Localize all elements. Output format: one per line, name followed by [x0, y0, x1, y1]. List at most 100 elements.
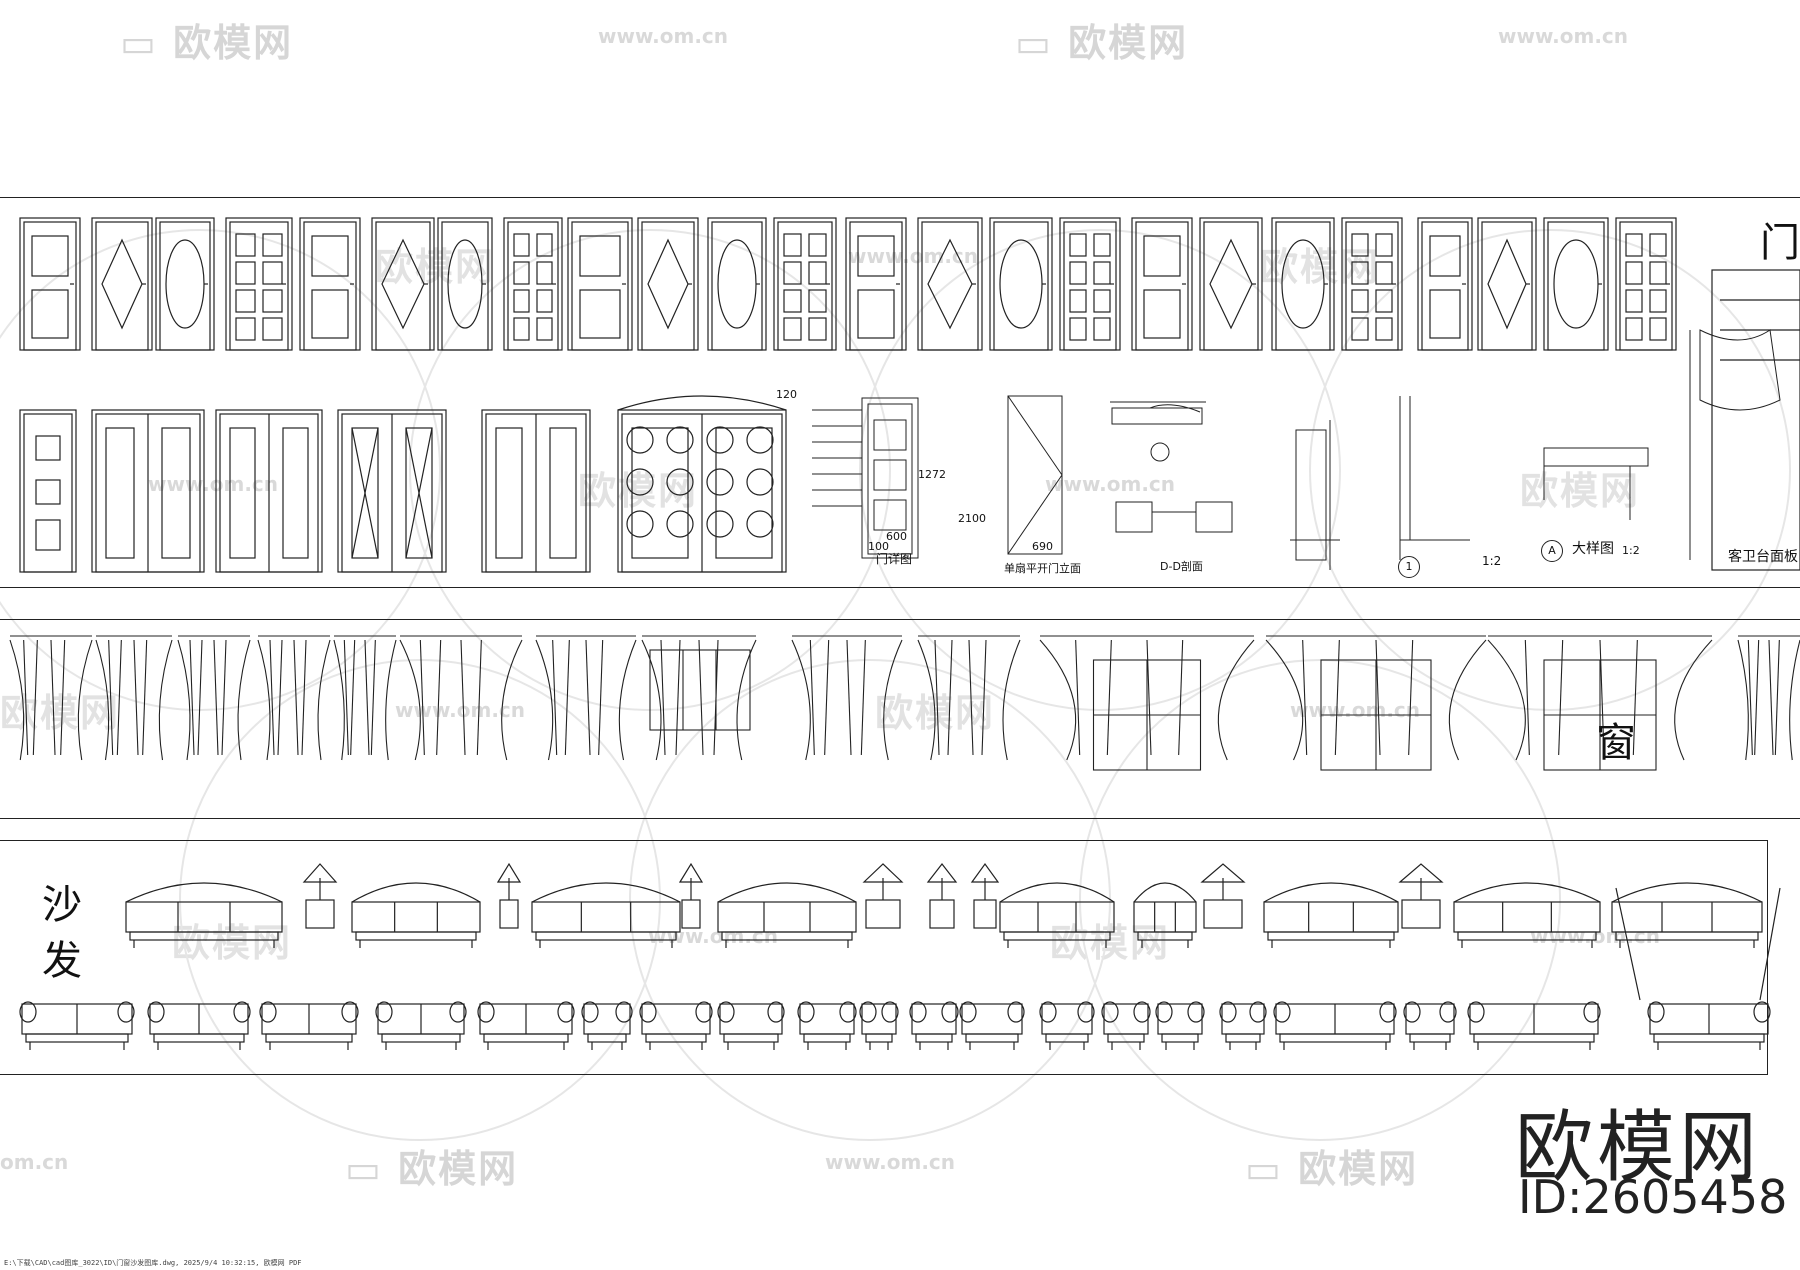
door-elevation: [299, 217, 361, 351]
door-elevation: [437, 217, 493, 351]
curtain-elevation: [9, 635, 93, 761]
sofa-elevation: [125, 882, 283, 948]
watermark-url: www.om.cn: [848, 244, 979, 268]
sofa-elevation: [1219, 1001, 1267, 1050]
dim-label: 600: [886, 530, 907, 543]
watermark-logo: 欧模网: [1260, 245, 1381, 289]
curtain-elevation: [95, 635, 173, 761]
sofa-elevation: [678, 862, 704, 929]
sofa-elevation: [639, 1001, 713, 1050]
sofa-elevation: [1453, 882, 1601, 948]
sofa-elevation: [926, 863, 958, 929]
door-elevation: [773, 217, 837, 351]
file-path-footer: E:\下载\CAD\cad图库_3022\ID\门窗沙发图库.dwg, 2025…: [4, 1259, 302, 1267]
sofa-elevation: [259, 1001, 359, 1050]
sofa-elevation: [1273, 1001, 1397, 1050]
dim-label: 120: [776, 388, 797, 401]
watermark-url: www.om.cn: [648, 924, 779, 948]
watermark-logo: ▭ 欧模网: [1015, 21, 1189, 65]
door-detail-label: 门详图: [876, 552, 913, 566]
door-elevation: [1271, 217, 1335, 351]
curtain-elevation: [177, 635, 251, 761]
door-elevation: [225, 217, 293, 351]
watermark-logo: 欧模网: [172, 921, 293, 965]
scale-a-label: 1:2: [1622, 544, 1640, 557]
door-elevation: [1199, 217, 1263, 351]
dim-label: 1272: [918, 468, 946, 481]
watermark-url: www.om.cn: [1290, 698, 1421, 722]
watermark-url: www.om.cn: [1498, 24, 1629, 48]
sofa-elevation: [797, 1001, 857, 1050]
sofa-elevation: [1263, 882, 1399, 948]
watermark-sofa-icon: ▭: [120, 21, 174, 65]
door-elevation: [567, 217, 633, 351]
windows-panel: [0, 619, 1800, 819]
curtain-elevation: [1487, 635, 1713, 771]
sofa-elevation: [351, 882, 481, 948]
node-a-marker: A: [1541, 540, 1563, 562]
sofa-elevation: [970, 862, 1000, 929]
sofa-elevation: [1611, 882, 1763, 948]
sofa-elevation: [959, 1001, 1025, 1050]
door-elevation: [19, 217, 81, 351]
curtain-elevation: [257, 635, 331, 761]
curtain-elevation: [791, 635, 903, 761]
brand-name: 欧模网: [1515, 1103, 1762, 1193]
door-elevation-label: 单扇平开门立面: [1004, 562, 1081, 575]
watermark-url: om.cn: [0, 1150, 69, 1174]
bathroom-counter-label: 客卫台面板: [1728, 549, 1798, 565]
sofa-elevation: [1200, 863, 1246, 929]
sofa-elevation: [909, 1001, 959, 1050]
windows-title: 窗: [1596, 720, 1636, 766]
curtain-elevation: [641, 635, 757, 761]
dim-label: 100: [868, 540, 889, 553]
watermark-sofa-icon: ▭: [345, 1147, 399, 1191]
sofa-row-bottom: [19, 1001, 1771, 1050]
sofa-elevation: [147, 1001, 251, 1050]
door-elevation: [503, 217, 563, 351]
door-elevation: [1341, 217, 1403, 351]
dim-label: 2100: [958, 512, 986, 525]
curtain-elevation: [399, 635, 523, 761]
section-dd-label: D-D剖面: [1160, 560, 1203, 573]
door-elevation: [481, 409, 591, 573]
sofa-elevation: [1101, 1001, 1151, 1050]
curtain-elevation: [333, 635, 397, 761]
sofa-elevation: [1155, 1001, 1205, 1050]
door-elevation: [1615, 217, 1677, 351]
door-elevation: [845, 217, 907, 351]
watermark-url: www.om.cn: [825, 1150, 956, 1174]
doors-title: 门: [1760, 220, 1800, 266]
watermark-url: www.om.cn: [1045, 472, 1176, 496]
sofa-elevation: [477, 1001, 575, 1050]
sofa-elevation: [1647, 1001, 1771, 1050]
door-elevation: [337, 409, 447, 573]
watermark-logo: ▭ 欧模网: [1245, 1147, 1419, 1191]
curtain-row: [9, 635, 1800, 771]
door-elevation: [91, 409, 205, 573]
door-elevation: [707, 217, 767, 351]
sofa-elevation: [999, 882, 1115, 948]
curtain-elevation: [1737, 635, 1800, 761]
sofa-elevation: [717, 1001, 785, 1050]
curtain-elevation: [1039, 635, 1255, 771]
sofa-elevation: [1133, 882, 1197, 948]
dim-label: 690: [1032, 540, 1053, 553]
door-elevation: [371, 217, 435, 351]
sofas-title-line2: 发: [42, 938, 82, 984]
sofa-elevation: [1039, 1001, 1095, 1050]
watermark-logo: ▭ 欧模网: [120, 21, 294, 65]
watermark-sofa-icon: ▭: [1245, 1147, 1299, 1191]
sofa-elevation: [531, 882, 681, 948]
doors-panel: [0, 197, 1800, 588]
brand-id: ID:2605458: [1518, 1170, 1788, 1224]
door-elevation: [637, 217, 699, 351]
door-elevation: [1059, 217, 1121, 351]
door-elevation: [91, 217, 153, 351]
door-elevation: [917, 217, 983, 351]
door-elevation: [1131, 217, 1193, 351]
door-elevation: [1417, 217, 1473, 351]
door-elevation: [1477, 217, 1537, 351]
sofa-elevation: [19, 1001, 135, 1050]
